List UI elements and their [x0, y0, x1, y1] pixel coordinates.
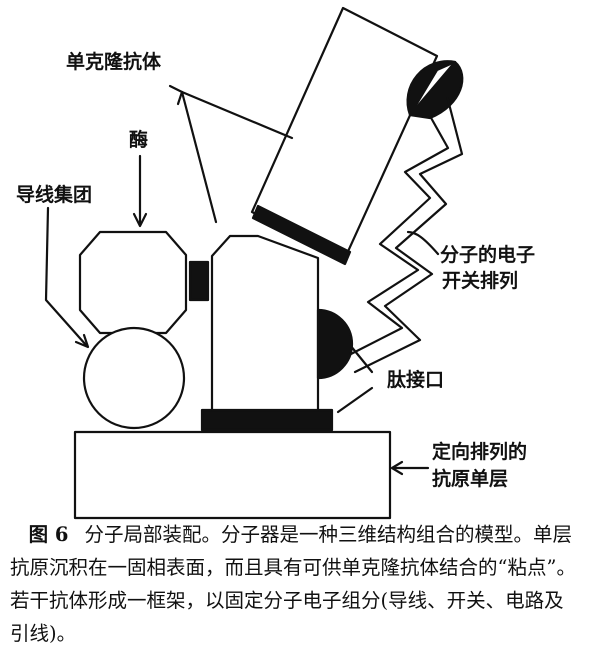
label-antigen-line2: 抗原单层 [432, 468, 509, 490]
switch-array-line-a [347, 114, 450, 357]
label-monoclonal-antibody: 单克隆抗体 [66, 51, 162, 73]
label-wire-cluster: 导线集团 [16, 184, 93, 206]
figure-number: 图 6 [28, 523, 69, 546]
label-switch-line2: 开关排列 [442, 270, 519, 292]
label-switch-line1: 分子的电子 [440, 244, 536, 266]
label-peptide-interface: 肽接口 [387, 369, 445, 391]
peptide-dome-lower [316, 308, 354, 380]
label-enzyme: 酶 [129, 129, 149, 151]
antigen-strip [200, 408, 334, 432]
wire-cluster-circle [82, 326, 186, 430]
assembly-diagram [44, 6, 464, 520]
antigen-monolayer [73, 430, 392, 520]
antibody-upright [210, 234, 320, 412]
peptide-dome-upper [406, 60, 457, 117]
caption-text: 分子局部装配。分子器是一种三维结构组合的模型。单层抗原沉积在一固相表面，而且具有… [10, 523, 576, 645]
enzyme-octagon [78, 230, 188, 335]
antibody-tilted-bar [251, 204, 352, 266]
switch-array-line-b [353, 94, 464, 374]
label-antigen-line1: 定向排列的 [432, 441, 528, 463]
enzyme-link [188, 260, 210, 302]
